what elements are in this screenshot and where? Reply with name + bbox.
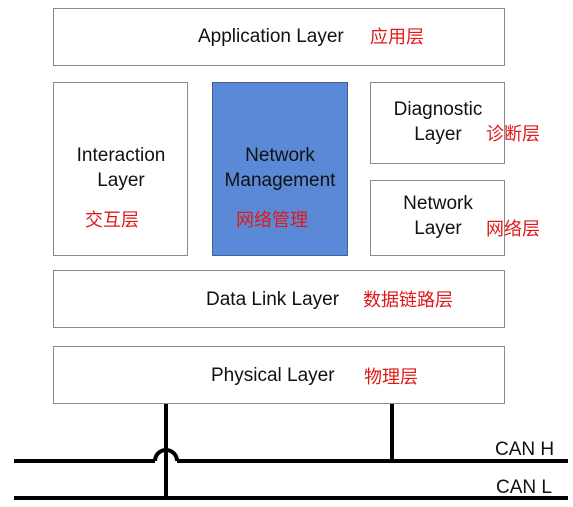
network-layer-label-line2: Layer bbox=[414, 218, 462, 239]
interaction-layer-cn-label: 交互层 bbox=[85, 210, 139, 231]
network-layer-cn-label: 网络层 bbox=[486, 219, 540, 240]
interaction-layer-label-line1: Interaction bbox=[76, 145, 166, 166]
diagnostic-layer-label-line2: Layer bbox=[414, 124, 462, 145]
physical-layer-label: Physical Layer bbox=[211, 365, 335, 386]
physical-layer-box bbox=[53, 346, 505, 404]
application-layer-label: Application Layer bbox=[198, 26, 344, 47]
network-management-label-line2: Management bbox=[224, 170, 336, 191]
data-link-layer-label: Data Link Layer bbox=[206, 289, 340, 310]
network-management-box bbox=[212, 82, 348, 256]
application-layer-cn-label: 应用层 bbox=[370, 27, 424, 48]
diagnostic-layer-box bbox=[370, 82, 505, 164]
interaction-layer-box bbox=[53, 82, 188, 256]
can-l-label: CAN L bbox=[496, 477, 552, 498]
network-management-label-line1: Network bbox=[245, 145, 315, 166]
network-management-cn-label: 网络管理 bbox=[236, 210, 308, 231]
data-link-layer-cn-label: 数据链路层 bbox=[363, 290, 453, 311]
application-layer-box bbox=[53, 8, 505, 66]
interaction-layer-label-line2: Layer bbox=[97, 170, 145, 191]
data-link-layer-box bbox=[53, 270, 505, 328]
diagnostic-layer-cn-label: 诊断层 bbox=[486, 124, 540, 145]
can-h-label: CAN H bbox=[495, 439, 555, 460]
physical-layer-cn-label: 物理层 bbox=[364, 367, 418, 388]
network-layer-label-line1: Network bbox=[403, 193, 473, 214]
network-layer-box bbox=[370, 180, 505, 256]
diagnostic-layer-label-line1: Diagnostic bbox=[393, 99, 483, 120]
